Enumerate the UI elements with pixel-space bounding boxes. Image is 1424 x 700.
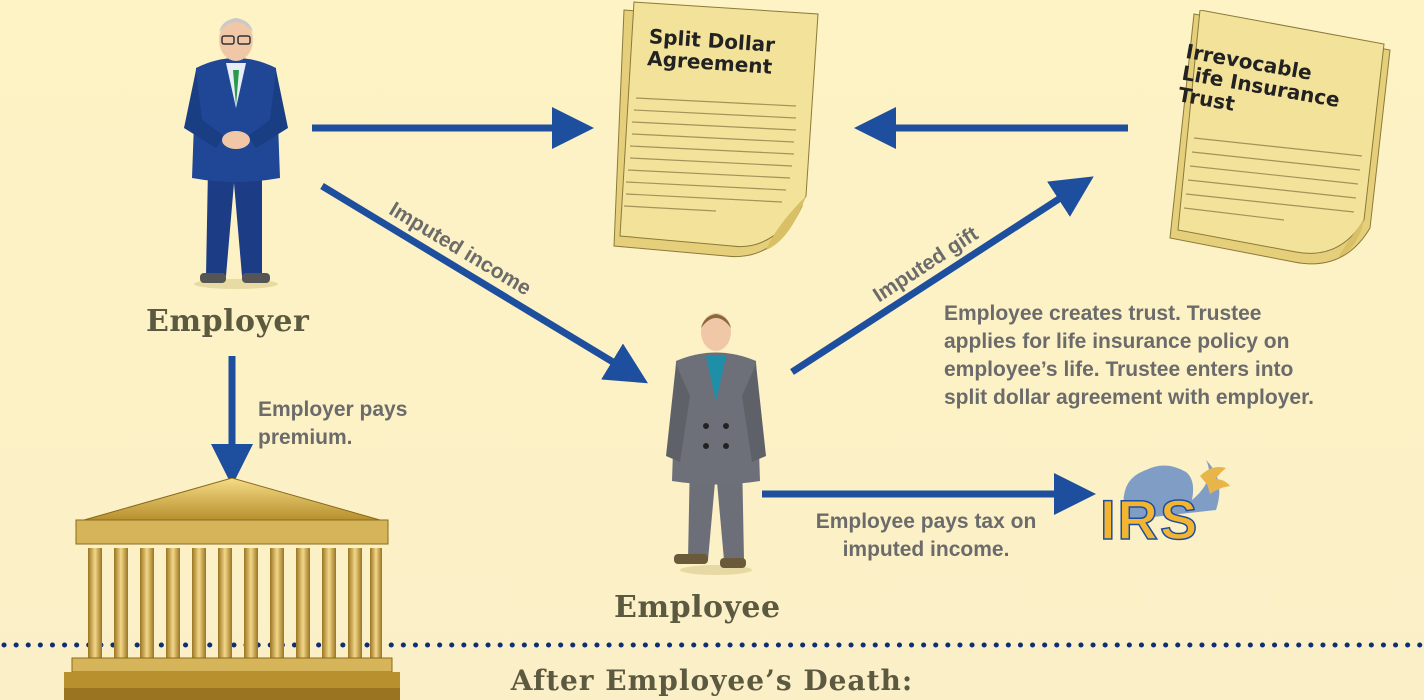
employee-label: Employee	[614, 590, 781, 625]
tax-note: Employee pays tax on imputed income.	[788, 508, 1064, 564]
irs-logo: IRS	[1096, 450, 1256, 560]
employer-pays-line2: premium.	[258, 426, 353, 449]
trust-note: Employee creates trust. Trustee applies …	[944, 300, 1314, 412]
tax-note-line1: Employee pays tax on	[815, 510, 1037, 533]
after-death-heading: After Employee’s Death:	[510, 664, 914, 697]
employer-pays-line1: Employer pays	[258, 398, 408, 421]
employer-label: Employer	[146, 304, 310, 339]
trust-note-line1: Employee creates trust. Trustee	[944, 302, 1262, 325]
trust-note-line3: employee’s life. Trustee enters into	[944, 358, 1294, 381]
arrow-employee-to-trust	[790, 176, 1094, 375]
irs-logo-text: IRS	[1099, 488, 1200, 551]
employee-figure-icon	[666, 313, 766, 575]
tax-note-line2: imputed income.	[842, 538, 1010, 561]
trust-document-icon	[1169, 10, 1391, 265]
insurance-company-building-icon	[64, 478, 400, 700]
trust-note-line4: split dollar agreement with employer.	[944, 386, 1314, 409]
employer-pays-note: Employer pays premium.	[258, 396, 407, 452]
split-dollar-document-icon	[613, 1, 819, 258]
split-dollar-title: Split Dollar Agreement	[646, 24, 776, 79]
eagle-icon	[1123, 460, 1230, 520]
arrow-employer-to-employee	[320, 183, 648, 384]
trust-note-line2: applies for life insurance policy on	[944, 330, 1290, 353]
employer-figure-icon	[184, 18, 288, 289]
